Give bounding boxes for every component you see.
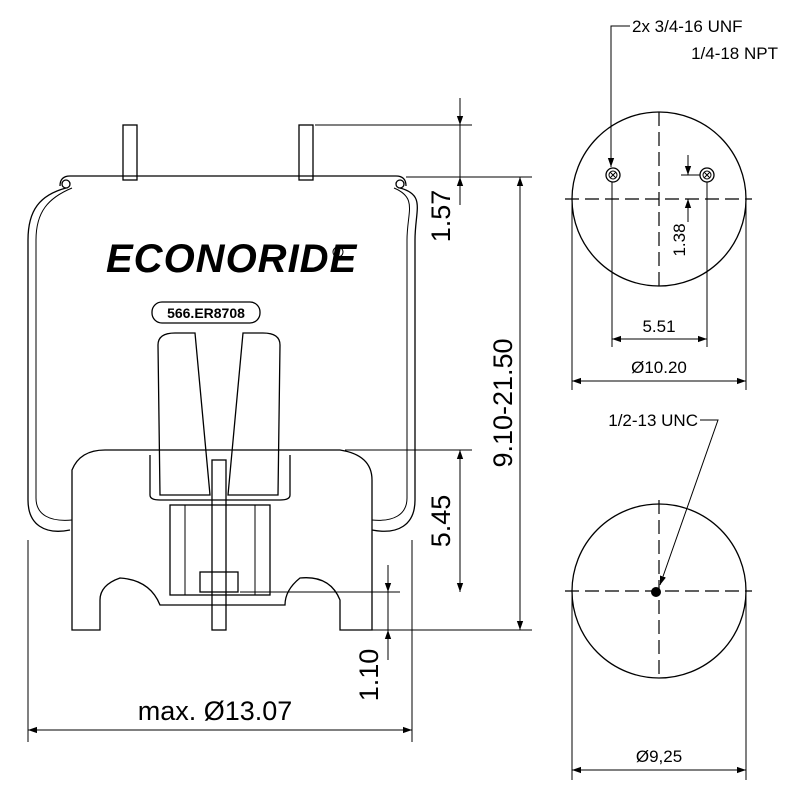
piston <box>71 449 373 631</box>
stud-right <box>298 124 314 181</box>
bellows-inner <box>35 187 410 521</box>
nut <box>199 571 239 593</box>
part-number: 566.ER8708 <box>167 305 245 321</box>
registered-mark <box>332 246 344 258</box>
mount-leader <box>659 419 719 586</box>
thread-leader <box>607 25 630 167</box>
dim-offset: 1.38 <box>670 223 689 256</box>
dim-stud-spacing: 5.51 <box>642 317 675 336</box>
dim-bottom-diameter: Ø9,25 <box>636 747 682 766</box>
bellows-outline <box>27 187 418 532</box>
thread-note-line2: 1/4-18 NPT <box>691 44 778 63</box>
dim-max-diameter: max. Ø13.07 <box>138 696 293 726</box>
bottom-view: 1/2-13 UNC Ø9,25 <box>565 411 752 780</box>
side-view: ECONORIDE 566.ER8708 1.57 9.10-21.50 <box>27 98 532 742</box>
bumper-seat <box>149 455 291 501</box>
stud-left <box>122 124 138 181</box>
piston-cavity <box>169 504 271 596</box>
stud-hole-left <box>605 167 621 183</box>
extension-lines <box>27 124 532 742</box>
bumper <box>157 332 281 496</box>
dim-base: 1.10 <box>354 649 384 702</box>
dim-stud-height: 1.57 <box>426 190 456 243</box>
dim-height-range: 9.10-21.50 <box>488 338 518 467</box>
dim-piston-height: 5.45 <box>426 495 456 548</box>
brand-logo: ECONORIDE <box>106 237 358 281</box>
dim-top-diameter: Ø10.20 <box>631 358 687 377</box>
mount-hole <box>651 587 661 597</box>
top-plate <box>59 175 407 187</box>
part-number-badge <box>151 301 261 324</box>
thread-note-line1: 2x 3/4-16 UNF <box>632 17 743 36</box>
crimp-left <box>61 179 71 189</box>
top-view: 2x 3/4-16 UNF 1/4-18 NPT 1.38 5.51 Ø10.2… <box>565 17 778 390</box>
center-bolt <box>211 459 227 631</box>
mount-thread-note: 1/2-13 UNC <box>608 411 698 430</box>
stud-hole-right <box>699 167 715 183</box>
crimp-right <box>395 179 405 189</box>
